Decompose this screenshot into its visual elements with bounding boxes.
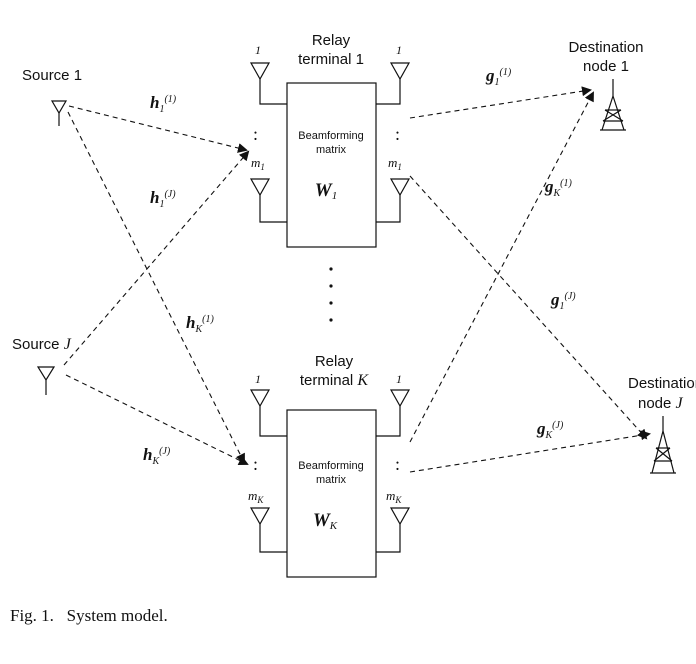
- relay-terminal-k: Relay terminal K Beamforming matrix WK 1…: [248, 353, 411, 578]
- relay-k-right-bottom-antenna-icon: [376, 507, 411, 553]
- relay-terminal-1: Relay terminal 1 Beamforming matrix W1 1…: [249, 32, 411, 248]
- relay-k-left-bottom-index: mK: [248, 488, 264, 505]
- channel-hK1-label: hK(1): [186, 313, 214, 335]
- relay-k-right-top-antenna-icon: [376, 389, 411, 437]
- destination-node-j: Destination node J: [628, 375, 696, 474]
- relay-1-box-line1: Beamforming: [298, 130, 363, 142]
- channel-gK1-arrow: [409, 91, 594, 443]
- relay-k-right-ellipsis: :: [395, 454, 400, 474]
- relay-1-right-ellipsis: :: [395, 124, 400, 144]
- relay-1-title-line2: terminal 1: [298, 51, 364, 68]
- relays-ellipsis-icon: [329, 267, 333, 322]
- relay-1-left-bottom-index: m1: [251, 155, 265, 172]
- channel-h1J-arrow: [63, 150, 250, 366]
- channel-h1J-label: h1(J): [150, 188, 176, 210]
- destination-1-label-line2: node 1: [583, 58, 629, 75]
- relay-1-box-line2: matrix: [316, 144, 346, 156]
- relay-k-left-ellipsis: :: [253, 454, 258, 474]
- source-j-antenna-icon: [36, 366, 56, 395]
- relay-k-title-line2: terminal K: [300, 372, 370, 389]
- relay-1-right-bottom-index: m1: [388, 155, 402, 172]
- channel-gKJ-label: gK(J): [536, 419, 564, 441]
- destination-node-1: Destination node 1: [568, 39, 644, 131]
- source-1: Source 1: [22, 67, 82, 126]
- relay-1-left-ellipsis: :: [253, 124, 258, 144]
- relay-k-box-line2: matrix: [316, 474, 346, 486]
- channel-hKJ-arrow: [65, 374, 249, 465]
- relay-1-left-top-index: 1: [255, 43, 261, 57]
- destination-j-label-line1: Destination: [628, 375, 696, 392]
- source-j-label: Source J: [12, 336, 72, 353]
- relay-k-left-top-index: 1: [255, 372, 261, 386]
- channel-h11-arrow: [68, 105, 248, 153]
- source-j: Source J: [12, 336, 72, 395]
- figure-caption: Fig. 1. System model.: [10, 606, 168, 625]
- relay-1-title-line1: Relay: [312, 32, 351, 49]
- destination-j-label-line2: node J: [638, 395, 684, 412]
- relay-k-title-line1: Relay: [315, 353, 354, 370]
- relay-1-right-bottom-antenna-icon: [376, 178, 411, 223]
- channel-g11-arrow: [409, 86, 592, 119]
- relay-1-right-top-antenna-icon: [376, 62, 411, 105]
- channel-gKJ-arrow: [409, 430, 651, 473]
- relay-k-right-top-index: 1: [396, 372, 402, 386]
- relay-1-left-top-antenna-icon: [249, 62, 287, 105]
- channel-h11-label: h1(1): [150, 93, 177, 115]
- relay-1-right-top-index: 1: [396, 43, 402, 57]
- channel-gK1-label: gK(1): [544, 177, 573, 199]
- destination-1-tower-icon: [600, 79, 626, 131]
- destination-j-tower-icon: [650, 416, 676, 474]
- relay-k-matrix-label: WK: [313, 510, 338, 532]
- channel-hK1-arrow: [67, 111, 245, 464]
- relay-1-left-bottom-antenna-icon: [249, 178, 287, 223]
- relay-k-left-top-antenna-icon: [249, 389, 287, 437]
- relay-k-beamforming-box: [286, 409, 377, 578]
- channel-g1J-label: g1(J): [550, 290, 576, 312]
- channel-g1J-arrow: [409, 175, 648, 440]
- channel-g11-label: g1(1): [485, 66, 512, 88]
- relay-k-left-bottom-antenna-icon: [249, 507, 287, 553]
- relay-k-right-bottom-index: mK: [386, 488, 402, 505]
- relay-k-box-line1: Beamforming: [298, 460, 363, 472]
- channel-hKJ-label: hK(J): [143, 445, 171, 467]
- source-1-antenna-icon: [50, 100, 68, 126]
- relay-1-matrix-label: W1: [315, 180, 337, 202]
- source-1-label: Source 1: [22, 67, 82, 84]
- relay-1-beamforming-box: [286, 82, 377, 248]
- destination-1-label-line1: Destination: [568, 39, 643, 56]
